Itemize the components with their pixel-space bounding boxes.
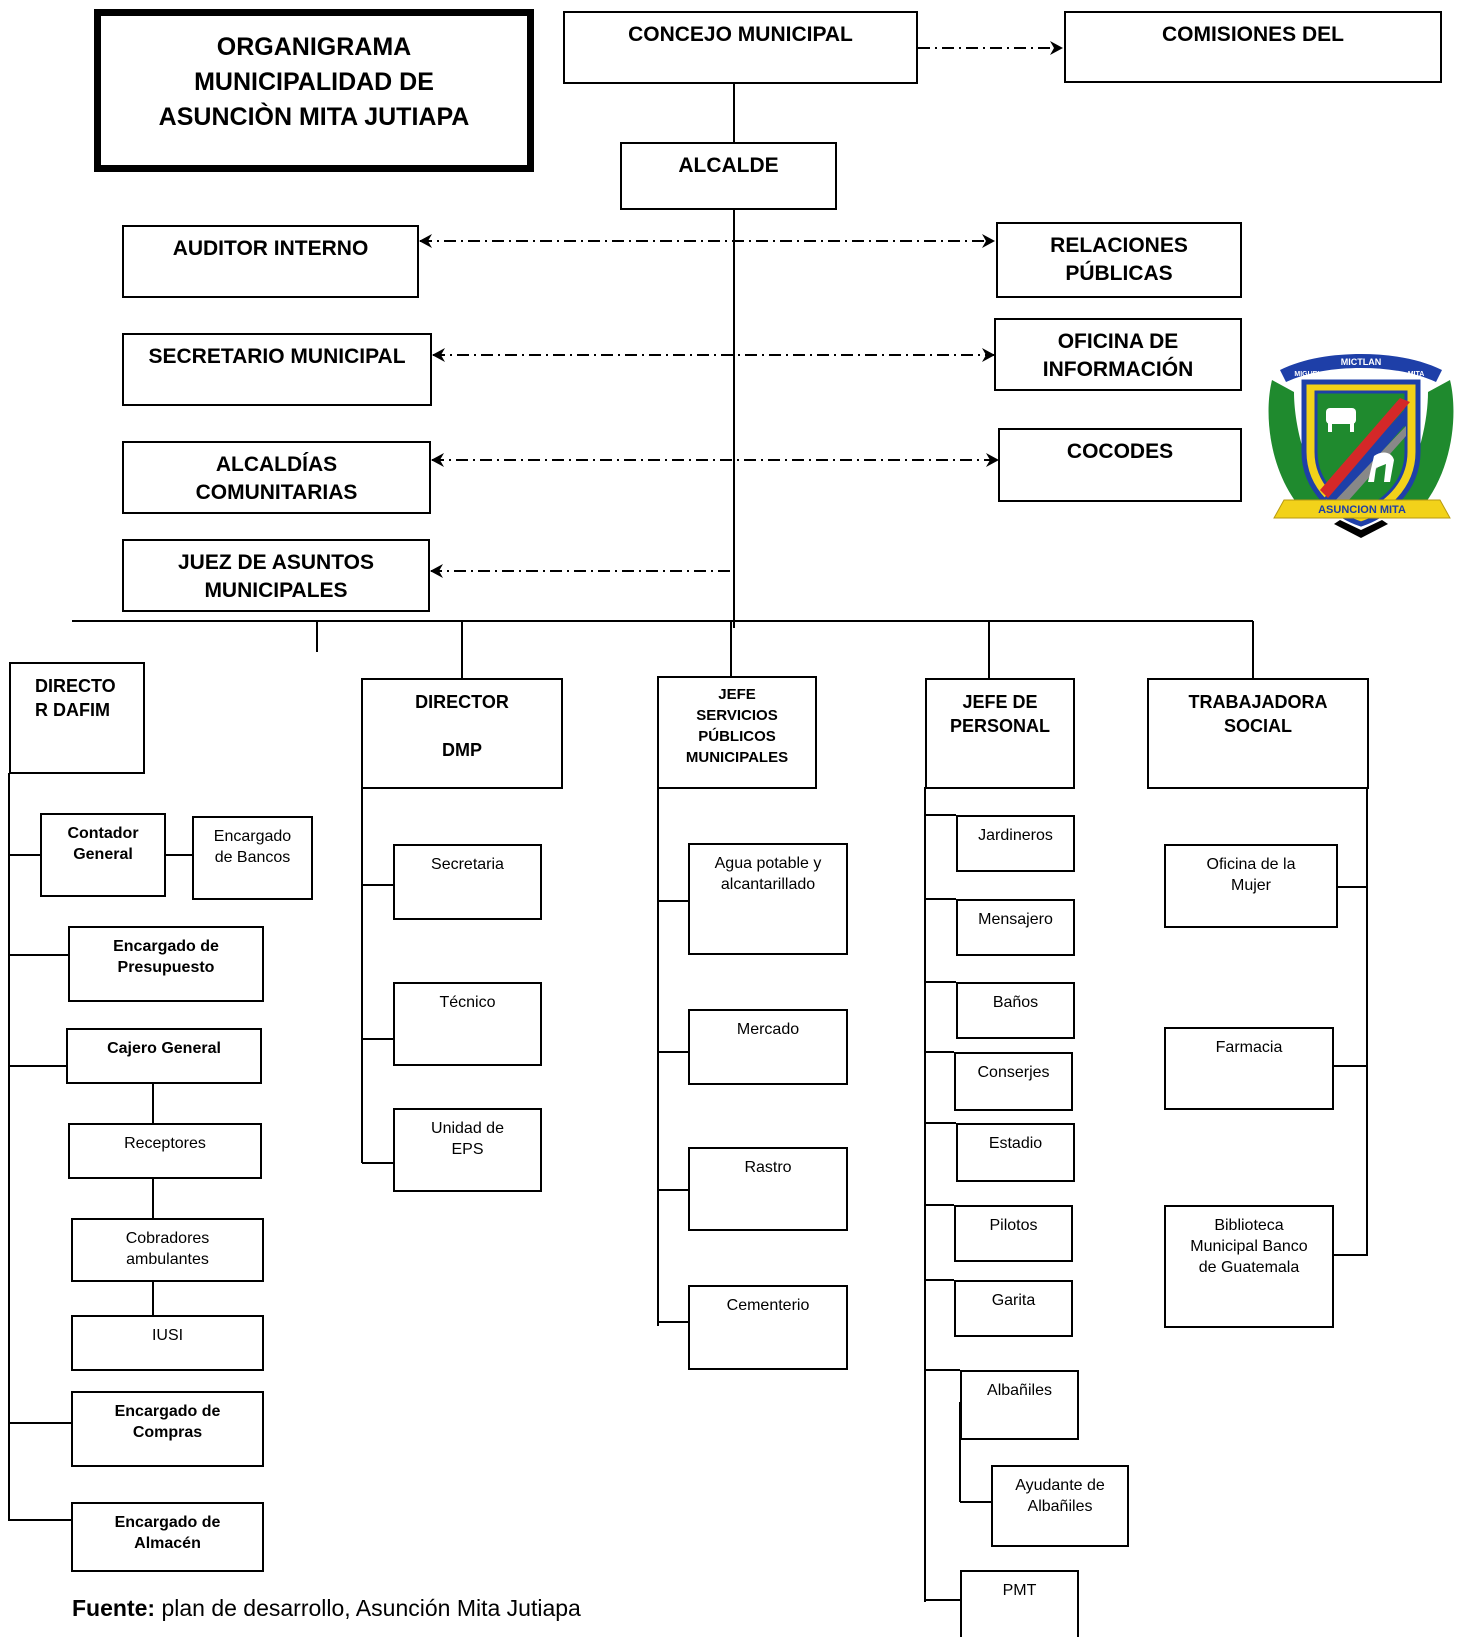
servicios-item-cementerio: Cementerio: [688, 1285, 848, 1370]
personal-item-jardineros: Jardineros: [956, 815, 1075, 872]
personal-item-garita: Garita: [954, 1280, 1073, 1337]
director-dmp-node: DIRECTOR DMP: [361, 678, 563, 789]
encargado-presupuesto-node: Encargado de Presupuesto: [68, 926, 264, 1002]
dmp-item-unidad-eps: Unidad de EPS: [393, 1108, 542, 1192]
director-dafim-node: DIRECTO R DAFIM: [9, 662, 145, 774]
trabajadora-social-node: TRABAJADORA SOCIAL: [1147, 678, 1369, 789]
receptores-node: Receptores: [68, 1123, 262, 1179]
personal-item-banos: Baños: [956, 982, 1075, 1039]
encargado-almacen-node: Encargado de Almacén: [71, 1502, 264, 1572]
logo-banner: ASUNCION MITA: [1318, 504, 1406, 516]
jefe-personal-node: JEFE DE PERSONAL: [925, 678, 1075, 789]
servicios-item-mercado: Mercado: [688, 1009, 848, 1085]
source-label: Fuente:: [72, 1595, 156, 1621]
encargado-compras-node: Encargado de Compras: [71, 1391, 264, 1467]
cobradores-ambulantes-node: Cobradores ambulantes: [71, 1218, 264, 1282]
personal-item-ayudante-albaniles: Ayudante de Albañiles: [991, 1465, 1129, 1547]
oficina-informacion-node: OFICINA DE INFORMACIÓN: [994, 318, 1242, 391]
chart-title: ORGANIGRAMA MUNICIPALIDAD DE ASUNCIÒN MI…: [94, 9, 534, 172]
cocodes-node: COCODES: [998, 428, 1242, 502]
dmp-item-secretaria: Secretaria: [393, 844, 542, 920]
personal-item-estadio: Estadio: [956, 1123, 1075, 1182]
cajero-general-node: Cajero General: [66, 1028, 262, 1084]
source-note: Fuente: plan de desarrollo, Asunción Mit…: [72, 1594, 581, 1622]
source-text: plan de desarrollo, Asunción Mita Jutiap…: [155, 1595, 581, 1621]
iusi-node: IUSI: [71, 1315, 264, 1371]
servicios-item-agua: Agua potable y alcantarillado: [688, 843, 848, 955]
personal-item-albaniles: Albañiles: [960, 1370, 1079, 1440]
dmp-item-tecnico: Técnico: [393, 982, 542, 1066]
jefe-servicios-node: JEFE SERVICIOS PÚBLICOS MUNICIPALES: [657, 676, 817, 789]
personal-item-mensajero: Mensajero: [956, 899, 1075, 956]
servicios-item-rastro: Rastro: [688, 1147, 848, 1231]
municipal-coat-of-arms-icon: MICTLAN MIGUEL MITA ASUNCION MITA: [1268, 354, 1454, 538]
social-item-biblioteca: Biblioteca Municipal Banco de Guatemala: [1164, 1205, 1334, 1328]
juez-asuntos-municipales-node: JUEZ DE ASUNTOS MUNICIPALES: [122, 539, 430, 612]
alcalde-node: ALCALDE: [620, 142, 837, 210]
social-item-farmacia: Farmacia: [1164, 1027, 1334, 1110]
secretario-municipal-node: SECRETARIO MUNICIPAL: [122, 333, 432, 406]
relaciones-publicas-node: RELACIONES PÚBLICAS: [996, 222, 1242, 298]
logo-ribbon-left: MIGUEL: [1294, 371, 1322, 378]
encargado-bancos-node: Encargado de Bancos: [192, 816, 313, 900]
auditor-interno-node: AUDITOR INTERNO: [122, 225, 419, 298]
alcaldias-comunitarias-node: ALCALDÍAS COMUNITARIAS: [122, 441, 431, 514]
comisiones-node: COMISIONES DEL: [1064, 11, 1442, 83]
personal-item-conserjes: Conserjes: [954, 1052, 1073, 1111]
logo-ribbon-top: MICTLAN: [1341, 357, 1382, 367]
personal-item-pmt: PMT: [960, 1570, 1079, 1637]
logo-ribbon-right: MITA: [1408, 371, 1425, 378]
concejo-municipal-node: CONCEJO MUNICIPAL: [563, 11, 918, 84]
social-item-oficina-mujer: Oficina de la Mujer: [1164, 844, 1338, 928]
contador-general-node: Contador General: [40, 813, 166, 897]
personal-item-pilotos: Pilotos: [954, 1205, 1073, 1262]
